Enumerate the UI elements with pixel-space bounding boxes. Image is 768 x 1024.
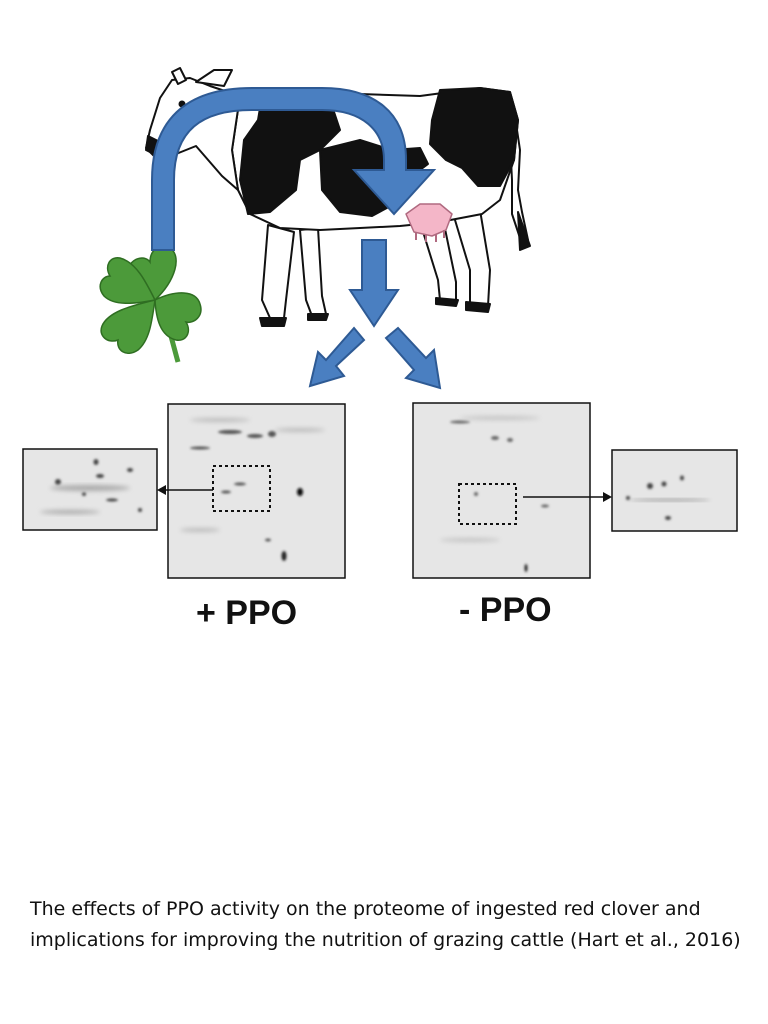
gel-zoom-minus-ppo: [611, 449, 738, 532]
four-leaf-clover-icon: [99, 245, 202, 363]
ingestion-arrow: [151, 87, 437, 251]
zoom-connector-minus-ppo: [523, 492, 612, 502]
flow-arrows: [151, 87, 442, 390]
split-arrow-right: [384, 326, 442, 390]
minus-ppo-label: - PPO: [459, 591, 552, 629]
plus-ppo-label: + PPO: [196, 594, 298, 632]
gel-zoom-plus-ppo: [22, 448, 158, 531]
gel-minus-ppo: [412, 402, 591, 579]
split-arrow-left: [308, 326, 366, 388]
digestion-arrow: [348, 239, 400, 328]
gel-plus-ppo: [167, 403, 346, 579]
cow-illustration: [145, 67, 531, 327]
figure-caption: The effects of PPO activity on the prote…: [30, 898, 741, 951]
zoom-connector-plus-ppo: [157, 485, 213, 495]
